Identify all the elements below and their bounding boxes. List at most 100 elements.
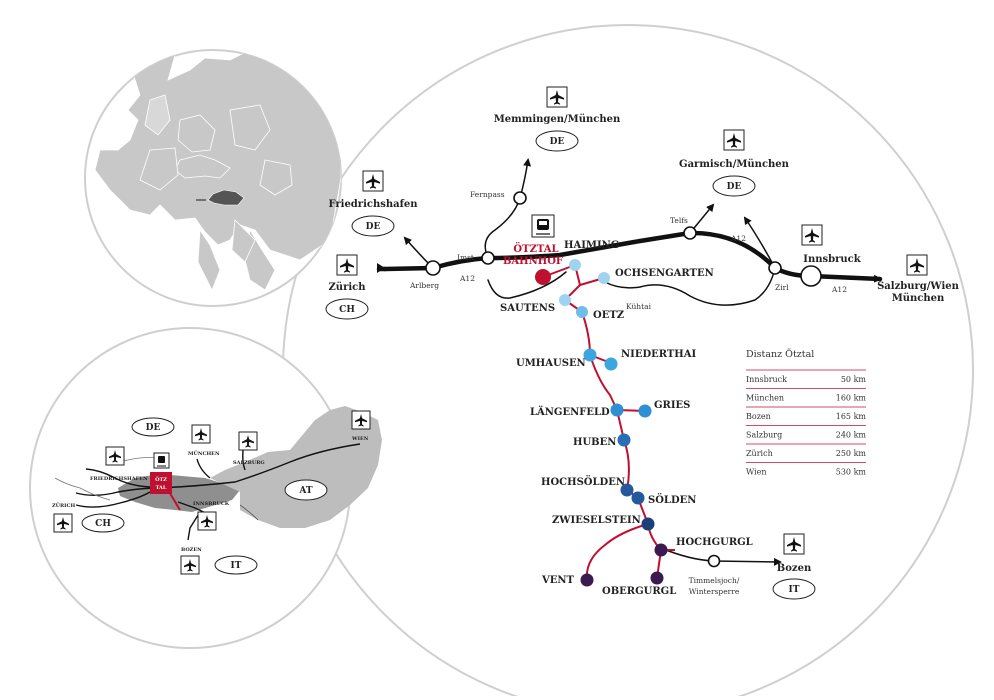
- junction-markers: [425, 191, 822, 568]
- label-huben: HUBEN: [573, 437, 616, 448]
- airport-zurich-icon: [336, 254, 358, 276]
- airport-memmingen-icon: [546, 86, 568, 108]
- country-ch-zurich: [325, 298, 369, 320]
- label-arlberg: Arlberg: [409, 281, 439, 290]
- label-umhausen: UMHAUSEN: [516, 358, 586, 369]
- distance-row-city: Bozen: [746, 412, 771, 421]
- austria-highlight: [207, 189, 245, 206]
- airport-friedrichshafen-icon: [362, 170, 384, 192]
- label-hochsoelden: HOCHSÖLDEN: [541, 475, 625, 488]
- mini-station-badge: [150, 472, 172, 494]
- label-ochsengarten: OCHSENGARTEN: [615, 268, 714, 279]
- distance-row-km: 165 km: [836, 412, 867, 421]
- label-fernpass: Fernpass: [470, 190, 505, 199]
- distance-table-title: Distanz Ötztal: [746, 348, 814, 360]
- stop-niederthai: [604, 357, 618, 371]
- label-memmingen: Memmingen/München: [494, 114, 621, 125]
- stop-hochsoelden: [620, 483, 634, 497]
- stop-ochsengarten: [598, 272, 610, 284]
- stop-laengenfeld: [610, 403, 624, 417]
- stop-obergurgl: [650, 571, 664, 585]
- mini-airport-wien-icon: [351, 410, 371, 430]
- label-hochgurgl: HOCHGURGL: [676, 537, 753, 548]
- mini-station-badge-line1: ÖTZ: [155, 476, 167, 483]
- valley-road: [542, 264, 675, 581]
- valley-stops: [535, 259, 668, 587]
- mini-country-at-label: AT: [298, 486, 312, 496]
- mini-label-zurich: ZÜRICH: [52, 502, 75, 509]
- stop-oetztal-bahnhof: [535, 269, 551, 285]
- country-de-garmisch: [712, 175, 756, 197]
- distance-row-city: München: [746, 394, 784, 403]
- mini-label-innsbruck: INNSBRUCK: [193, 501, 230, 507]
- mini-airport-bozen-icon: [180, 555, 200, 575]
- mini-label-muenchen: MÜNCHEN: [188, 450, 220, 457]
- stop-vent: [580, 573, 594, 587]
- distance-row-city: Innsbruck: [746, 375, 787, 384]
- stop-zwieselstein: [641, 517, 655, 531]
- airport-innsbruck-icon: [801, 224, 823, 246]
- stop-soelden: [631, 491, 645, 505]
- country-de-friedrichshafen-label: DE: [366, 222, 381, 232]
- label-telfs: Telfs: [670, 216, 688, 225]
- label-kuehtai: Kühtai: [626, 302, 652, 311]
- label-a12-west: A12: [459, 274, 475, 283]
- label-zirl: Zirl: [775, 283, 789, 292]
- distance-row-city: Salzburg: [746, 431, 782, 440]
- label-haiming: HAIMING: [564, 240, 619, 251]
- label-obergurgl: OBERGURGL: [602, 586, 676, 597]
- mini-airport-zurich-icon: [53, 513, 73, 533]
- stop-huben: [617, 433, 631, 447]
- mini-roads: [75, 443, 361, 541]
- distance-row-km: 530 km: [836, 468, 867, 477]
- distance-row-km: 250 km: [836, 449, 867, 458]
- austria-mini-map-circle: ÖTZ TAL FRIEDRICHSHAFEN MÜNCHEN SALZBURG…: [29, 327, 382, 649]
- mini-country-it: [214, 555, 258, 575]
- distance-row-city: Wien: [746, 468, 767, 477]
- label-a12-north: A12: [730, 234, 746, 243]
- label-friedrichshafen: Friedrichshafen: [328, 199, 418, 210]
- country-de-friedrichshafen: [351, 215, 395, 237]
- label-muenchen: München: [892, 293, 945, 304]
- mini-country-de: [131, 417, 175, 437]
- distance-row-km: 160 km: [836, 394, 867, 403]
- country-de-memmingen: [535, 130, 579, 152]
- distance-row-km: 50 km: [841, 375, 867, 384]
- distance-row-km: 240 km: [836, 431, 867, 440]
- distance-row-city: Zürich: [746, 449, 773, 458]
- mini-country-de-label: DE: [146, 423, 161, 433]
- stop-oetz: [576, 306, 588, 318]
- mini-country-ch: [81, 513, 125, 533]
- country-de-memmingen-label: DE: [550, 137, 565, 147]
- label-gries: GRIES: [654, 400, 690, 411]
- label-innsbruck: Innsbruck: [803, 254, 861, 265]
- country-de-garmisch-label: DE: [727, 182, 742, 192]
- europe-overview-circle: [84, 49, 342, 307]
- airport-garmisch-icon: [723, 129, 745, 151]
- label-bahnhof: BAHNHOF: [503, 256, 563, 267]
- label-oetz: OETZ: [593, 310, 624, 321]
- label-laengenfeld: LÄNGENFELD: [530, 405, 610, 418]
- stop-gries: [638, 404, 652, 418]
- airport-bozen-icon: [783, 533, 805, 555]
- label-zwieselstein: ZWIESELSTEIN: [552, 515, 641, 526]
- mini-station-badge-line2: TAL: [156, 485, 167, 491]
- label-salzburg-wien: Salzburg/Wien: [877, 281, 960, 292]
- mini-label-friedrichshafen: FRIEDRICHSHAFEN: [90, 476, 148, 482]
- mini-airport-muenchen-icon: [191, 424, 211, 444]
- mini-label-salzburg: SALZBURG: [233, 460, 265, 466]
- austria-shape: [210, 406, 382, 528]
- label-bozen: Bozen: [777, 563, 812, 574]
- train-station-icon: [531, 214, 555, 238]
- airport-salzburg-icon: [906, 254, 928, 276]
- label-a12-east: A12: [831, 285, 847, 294]
- stop-umhausen: [583, 348, 597, 362]
- mini-airport-friedrichshafen-icon: [105, 446, 125, 466]
- country-ch-zurich-label: CH: [339, 305, 355, 315]
- stop-sautens: [559, 294, 571, 306]
- mini-country-at: [284, 479, 328, 501]
- label-niederthai: NIEDERTHAI: [621, 349, 697, 360]
- label-soelden: SÖLDEN: [648, 493, 696, 506]
- mini-airport-innsbruck-icon: [197, 511, 217, 531]
